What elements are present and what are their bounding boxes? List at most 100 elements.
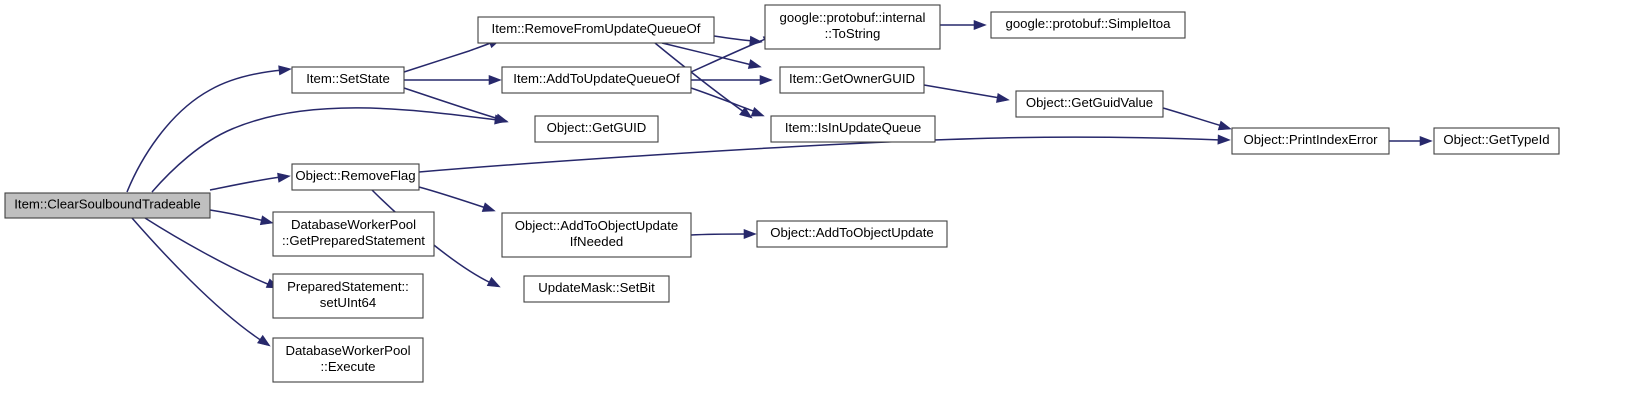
node-box[interactable] — [990, 11, 1186, 39]
node-label: Item::IsInUpdateQueue — [785, 120, 921, 135]
node-box[interactable] — [523, 275, 670, 303]
graph-node[interactable]: google::protobuf::internal::ToString — [764, 4, 941, 50]
call-edge — [403, 87, 509, 124]
graph-node[interactable]: Item::SetState — [291, 66, 405, 94]
edge-arrowhead-icon — [278, 65, 292, 76]
node-box[interactable] — [779, 66, 925, 94]
call-edge — [690, 87, 765, 117]
call-edge — [661, 42, 762, 69]
edge-arrowhead-icon — [1419, 135, 1433, 147]
edge-arrowhead-icon — [494, 113, 509, 124]
node-box[interactable] — [501, 66, 692, 94]
edge-line — [144, 217, 271, 286]
node-label: Object::GetGuidValue — [1026, 95, 1153, 110]
edge-arrowhead-icon — [257, 334, 271, 347]
call-edge — [1388, 135, 1433, 147]
edge-arrowhead-icon — [486, 276, 501, 288]
edge-line — [690, 233, 748, 236]
edge-arrowhead-icon — [996, 92, 1010, 103]
node-box[interactable] — [770, 115, 936, 143]
edge-line — [209, 209, 266, 222]
node-box[interactable] — [291, 163, 420, 191]
graph-node[interactable]: DatabaseWorkerPool::Execute — [272, 337, 424, 383]
node-box[interactable] — [1231, 127, 1390, 155]
graph-node[interactable]: Item::IsInUpdateQueue — [770, 115, 936, 143]
call-edge — [940, 19, 987, 31]
edge-arrowhead-icon — [973, 19, 987, 31]
edge-arrowhead-icon — [277, 172, 291, 183]
graph-node[interactable]: UpdateMask::SetBit — [523, 275, 670, 303]
node-label: Item::ClearSoulboundTradeable — [14, 197, 200, 212]
edge-arrowhead-icon — [488, 74, 502, 86]
node-box-current[interactable] — [4, 192, 211, 219]
node-box[interactable] — [1015, 90, 1164, 118]
edge-arrowhead-icon — [743, 228, 757, 240]
edge-line — [923, 84, 1001, 99]
edge-line — [661, 42, 753, 66]
edge-line — [1162, 107, 1223, 127]
graph-node[interactable]: Object::RemoveFlag — [291, 163, 420, 191]
call-edge — [690, 228, 757, 240]
node-box[interactable] — [756, 220, 948, 248]
node-box[interactable] — [764, 4, 941, 50]
edge-line — [403, 41, 494, 73]
node-box[interactable] — [1433, 127, 1560, 155]
node-box[interactable] — [272, 273, 424, 319]
node-label: Item::GetOwnerGUID — [789, 71, 915, 86]
edge-arrowhead-icon — [1217, 134, 1231, 145]
edge-arrowhead-icon — [747, 59, 762, 69]
edge-line — [209, 176, 282, 191]
node-label: google::protobuf::SimpleItoa — [1006, 16, 1172, 31]
call-edge — [690, 74, 773, 86]
graph-node[interactable]: Object::GetTypeId — [1433, 127, 1560, 155]
node-label: DatabaseWorkerPool::GetPreparedStatement — [282, 217, 425, 248]
call-edge — [403, 38, 502, 73]
node-box[interactable] — [291, 66, 405, 94]
edge-arrowhead-icon — [739, 106, 753, 119]
node-box[interactable] — [501, 212, 692, 258]
edge-line — [654, 42, 745, 113]
graph-node[interactable]: Object::AddToObjectUpdate — [756, 220, 948, 248]
call-edge — [209, 209, 274, 226]
graph-node[interactable]: PreparedStatement::setUInt64 — [272, 273, 424, 319]
node-box[interactable] — [272, 211, 435, 257]
node-label: Item::RemoveFromUpdateQueueOf — [492, 21, 701, 36]
node-box[interactable] — [534, 115, 659, 143]
node-label: Object::PrintIndexError — [1243, 132, 1378, 147]
node-label: google::protobuf::internal::ToString — [780, 10, 926, 41]
graph-node[interactable]: Object::GetGuidValue — [1015, 90, 1164, 118]
call-edge — [654, 42, 753, 119]
graph-node[interactable]: google::protobuf::SimpleItoa — [990, 11, 1186, 39]
call-edge — [126, 65, 292, 193]
edge-arrowhead-icon — [259, 215, 274, 226]
edge-line — [690, 87, 757, 113]
node-box[interactable] — [477, 16, 715, 44]
node-label: Object::GetTypeId — [1443, 132, 1549, 147]
graph-node[interactable]: DatabaseWorkerPool::GetPreparedStatement — [272, 211, 435, 257]
node-label: UpdateMask::SetBit — [538, 280, 655, 295]
nodes-layer: Item::ClearSoulboundTradeable Item::SetSt… — [4, 4, 1560, 383]
graph-node[interactable]: Object::PrintIndexError — [1231, 127, 1390, 155]
graph-node[interactable]: Object::GetGUID — [534, 115, 659, 143]
edge-line — [418, 186, 487, 209]
node-label: Object::AddToObjectUpdate — [770, 225, 933, 240]
node-label: Item::AddToUpdateQueueOf — [513, 71, 680, 86]
edge-line — [151, 107, 499, 193]
node-label: Object::GetGUID — [547, 120, 647, 135]
edge-line — [403, 87, 500, 120]
edge-arrowhead-icon — [750, 106, 765, 117]
edge-line — [690, 37, 768, 73]
call-edge — [131, 217, 271, 347]
graph-node[interactable]: Item::RemoveFromUpdateQueueOf — [477, 16, 715, 44]
node-box[interactable] — [272, 337, 424, 383]
call-edge — [923, 84, 1010, 103]
node-label: Object::RemoveFlag — [295, 168, 415, 183]
graph-node[interactable]: Item::AddToUpdateQueueOf — [501, 66, 692, 94]
graph-node[interactable]: Item::ClearSoulboundTradeable — [4, 192, 211, 219]
graph-node[interactable]: Item::GetOwnerGUID — [779, 66, 925, 94]
edge-line — [126, 69, 284, 193]
